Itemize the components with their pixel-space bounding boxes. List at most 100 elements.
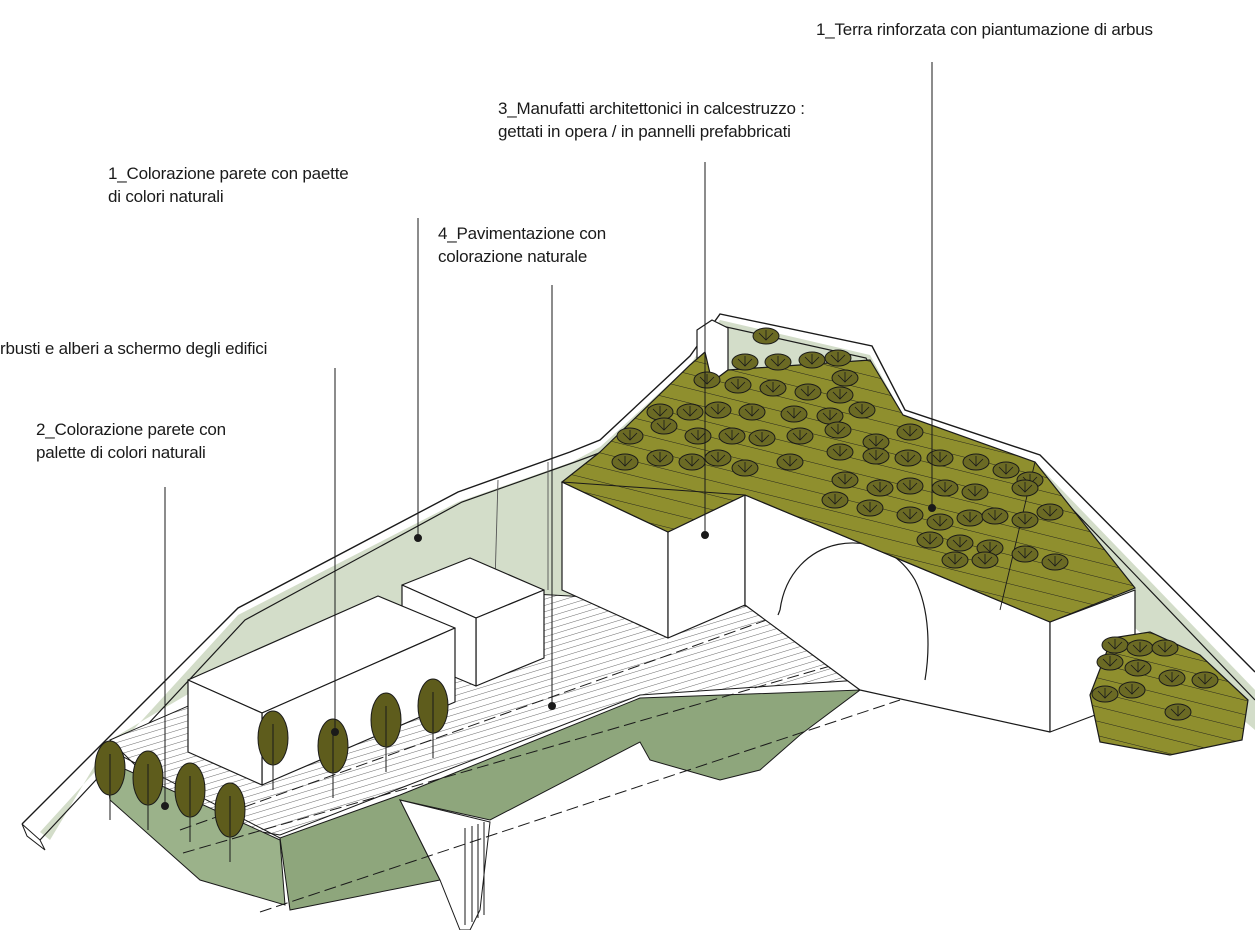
shrub-detail [932, 516, 948, 527]
concrete-structure [561, 319, 1136, 733]
shrub-detail [786, 408, 802, 419]
label-line: colorazione naturale [438, 247, 588, 266]
shrub-detail [730, 379, 746, 390]
shrub-detail [1130, 662, 1146, 673]
shrub-detail [1107, 639, 1123, 650]
label-line: 1_Colorazione parete con paette [108, 164, 349, 183]
label-pavimentazione: 4_Pavimentazione con colorazione natural… [438, 222, 606, 268]
leader-lines [161, 62, 936, 810]
label-colorazione-parete-1: 1_Colorazione parete con paette di color… [108, 162, 349, 208]
shrub-detail [684, 456, 700, 467]
shrub-detail [968, 456, 984, 467]
building-long [187, 595, 456, 786]
shrub-detail [902, 426, 918, 437]
shrub-detail [765, 382, 781, 393]
tree-row [94, 678, 449, 862]
shrub-detail [832, 389, 848, 400]
label-manufatti: 3_Manufatti architettonici in calcestruz… [498, 97, 805, 143]
label-line: 2_Colorazione parete con [36, 420, 226, 439]
label-arbusti-alberi: rbusti e alberi a schermo degli edifici [0, 337, 267, 360]
shrub-detail [862, 502, 878, 513]
bridge-opening [399, 799, 491, 930]
shrub-detail [998, 464, 1014, 475]
shrub-detail [832, 446, 848, 457]
shrub-detail [800, 386, 816, 397]
shrub-detail [854, 404, 870, 415]
shrub-detail [1097, 688, 1113, 699]
shrub-detail [837, 474, 853, 485]
building-long-side [187, 679, 263, 786]
shrub-detail [1017, 548, 1033, 559]
shrub-detail [952, 537, 968, 548]
leader-dot-manufatti [701, 531, 709, 539]
shrub-detail [947, 554, 963, 565]
label-line: gettati in opera / in pannelli prefabbri… [498, 122, 791, 141]
label-line: rbusti e alberi a schermo degli edifici [0, 339, 268, 358]
shrub-detail [682, 406, 698, 417]
shrub-detail [872, 482, 888, 493]
shrub-detail [1017, 482, 1033, 493]
label-line: 4_Pavimentazione con [438, 224, 607, 243]
shrub-detail [690, 430, 706, 441]
shrub-detail [900, 452, 916, 463]
label-line: palette di colori naturali [36, 443, 206, 462]
slope-ridge [561, 481, 746, 496]
shrub-detail [1164, 672, 1180, 683]
retaining-wall-cap [21, 313, 1255, 825]
shrub-detail [804, 354, 820, 365]
shrub-detail [1042, 506, 1058, 517]
label-terra-rinforzata: 1_Terra rinforzata con piantumazione di … [816, 18, 1153, 41]
arch-jamb [777, 609, 781, 616]
shrub-detail [1157, 642, 1173, 653]
shrub-detail [792, 430, 808, 441]
shrub-detail [1124, 684, 1140, 695]
concrete-arch-opening [779, 542, 929, 681]
shrub-detail [827, 494, 843, 505]
leader-dot-colorazione-1 [414, 534, 422, 542]
label-line: 3_Manufatti architettonici in calcestruz… [498, 99, 805, 118]
shrub-detail [710, 452, 726, 463]
shrub-detail [977, 554, 993, 565]
shrub-detail [782, 456, 798, 467]
leader-dot-terra [928, 504, 936, 512]
leader-dot-colorazione-2 [161, 802, 169, 810]
shrub-detail [868, 450, 884, 461]
shrub-detail [652, 452, 668, 463]
shrub-detail [922, 534, 938, 545]
shrub-detail [656, 420, 672, 431]
shrub-detail [822, 410, 838, 421]
shrub-detail [770, 356, 786, 367]
shrub-detail [758, 330, 774, 341]
leader-dot-pavimentazione [548, 702, 556, 710]
shrub-detail [987, 510, 1003, 521]
shrub-detail [982, 542, 998, 553]
shrub-detail [1170, 706, 1186, 717]
shrub-detail [622, 430, 638, 441]
shrub-detail [830, 352, 846, 363]
shrub-detail [902, 480, 918, 491]
label-line: 1_Terra rinforzata con piantumazione di … [816, 20, 1153, 39]
shrub-detail [652, 406, 668, 417]
shrub-detail [699, 374, 715, 385]
wall-cap-end [21, 823, 46, 851]
shrub-detail [837, 372, 853, 383]
label-colorazione-parete-2: 2_Colorazione parete con palette di colo… [36, 418, 226, 464]
shrub-detail [902, 509, 918, 520]
shrub-detail [1197, 674, 1213, 685]
axis-line [259, 699, 901, 913]
shrub-detail [737, 356, 753, 367]
shrub-group [611, 327, 1219, 721]
shrub-detail [1102, 656, 1118, 667]
shrub-detail [830, 424, 846, 435]
shrub-detail [962, 512, 978, 523]
label-line: di colori naturali [108, 187, 224, 206]
shrub-detail [710, 404, 726, 415]
shrub-detail [754, 432, 770, 443]
embankment-front [109, 689, 862, 911]
leader-dot-arbusti [331, 728, 339, 736]
shrub-detail [967, 486, 983, 497]
shrub-detail [932, 452, 948, 463]
shrub-detail [737, 462, 753, 473]
shrub-detail [724, 430, 740, 441]
